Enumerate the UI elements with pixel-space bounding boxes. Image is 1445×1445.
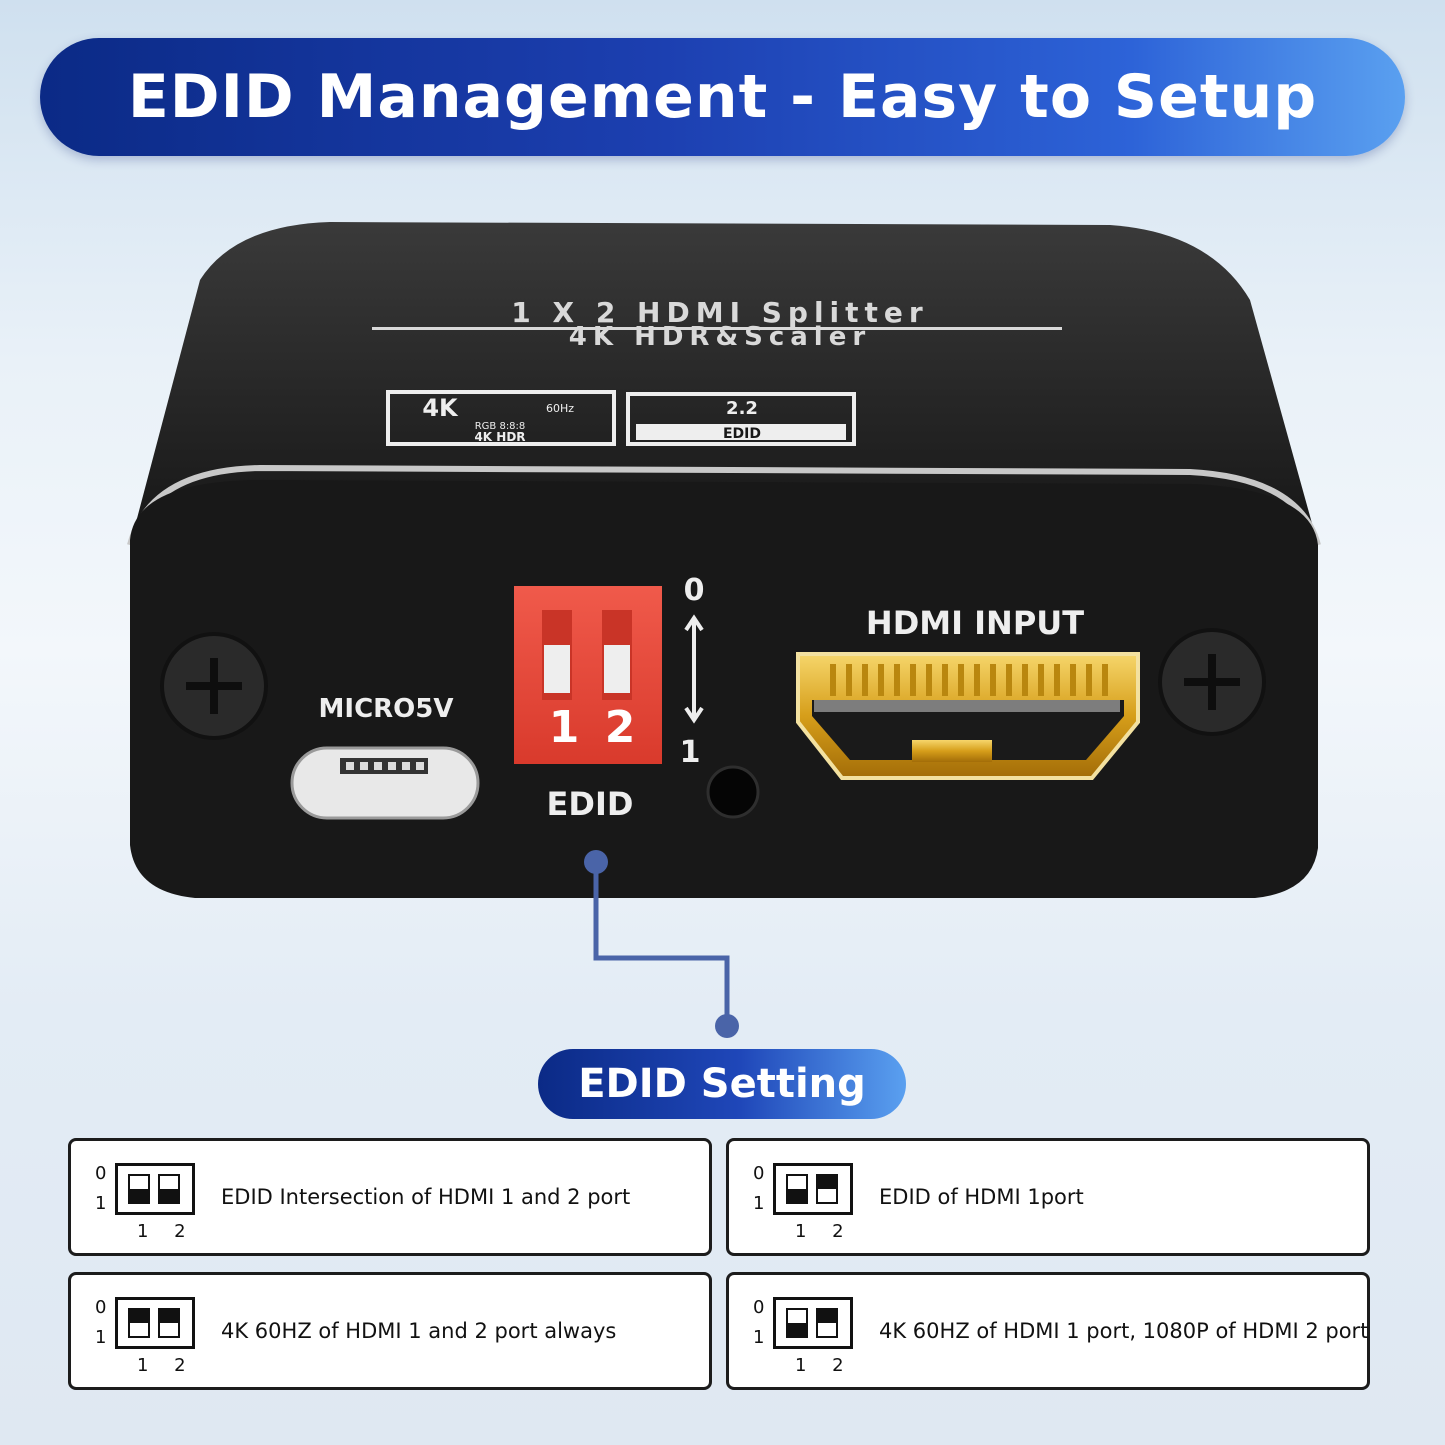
- setting-desc: EDID Intersection of HDMI 1 and 2 port: [221, 1185, 631, 1209]
- led-hole-icon: [706, 765, 760, 819]
- setting-card-1: 0 1 1 2 EDID Intersection of HDMI 1 and …: [68, 1138, 712, 1256]
- svg-text:4K: 4K: [422, 394, 459, 422]
- hdmi-label: HDMI INPUT: [866, 604, 1084, 642]
- dip-diagram-icon: [773, 1297, 853, 1349]
- dip-diagram-icon: [115, 1297, 195, 1349]
- svg-text:1: 1: [549, 702, 580, 753]
- top-line2: 4K HDR&Scaler: [569, 322, 871, 352]
- badge-4k: 4K 60Hz RGB 8:8:8 4K HDR: [386, 390, 616, 446]
- svg-text:RGB 8:8:8: RGB 8:8:8: [475, 421, 526, 432]
- setting-card-2: 0 1 1 2 EDID of HDMI 1port: [726, 1138, 1370, 1256]
- dip-bottom-label: 1: [680, 735, 701, 770]
- svg-text:2.2: 2.2: [726, 398, 758, 419]
- top-line1: 1 X 2 HDMI Splitter: [511, 296, 928, 329]
- svg-text:60Hz: 60Hz: [546, 402, 574, 415]
- device-top: [130, 222, 1318, 545]
- setting-card-3: 0 1 1 2 4K 60HZ of HDMI 1 and 2 port alw…: [68, 1272, 712, 1390]
- edid-label: EDID: [547, 785, 634, 823]
- section-title: EDID Setting: [578, 1061, 866, 1107]
- top-printing: 1 X 2 HDMI Splitter 4K HDR&Scaler: [372, 296, 1062, 352]
- dip-switch: 1 2: [514, 586, 662, 764]
- screw-right-icon: [1158, 628, 1266, 736]
- svg-text:2: 2: [605, 702, 636, 753]
- title-banner: EDID Management - Easy to Setup: [40, 38, 1405, 156]
- svg-text:4K HDR: 4K HDR: [474, 430, 525, 444]
- svg-text:EDID: EDID: [723, 426, 761, 442]
- dip-diagram-icon: [773, 1163, 853, 1215]
- dip-diagram-icon: [115, 1163, 195, 1215]
- setting-desc: 4K 60HZ of HDMI 1 and 2 port always: [221, 1319, 617, 1343]
- page-title: EDID Management - Easy to Setup: [127, 62, 1318, 132]
- setting-desc: 4K 60HZ of HDMI 1 port, 1080P of HDMI 2 …: [879, 1319, 1369, 1343]
- badge-edid: 2.2 EDID: [626, 392, 856, 446]
- edid-setting-banner: EDID Setting: [538, 1049, 906, 1119]
- callout-connector: [593, 862, 730, 1026]
- setting-desc: EDID of HDMI 1port: [879, 1185, 1084, 1209]
- micro-label: MICRO5V: [319, 694, 454, 724]
- dip-arrow-icon: [684, 614, 704, 724]
- hdmi-port-icon: [796, 652, 1140, 780]
- setting-card-4: 0 1 1 2 4K 60HZ of HDMI 1 port, 1080P of…: [726, 1272, 1370, 1390]
- dip-top-label: 0: [684, 573, 705, 608]
- micro-usb-port-icon: [290, 746, 480, 820]
- screw-left-icon: [160, 632, 268, 740]
